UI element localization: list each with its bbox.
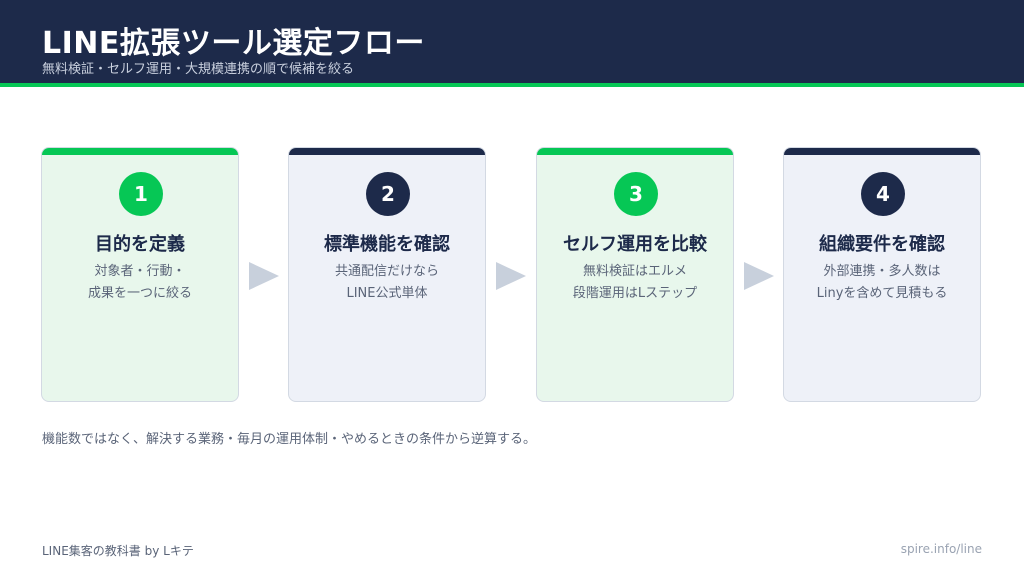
arrow-right-icon (249, 262, 279, 290)
footer-brand: LINE集客の教科書 by Lキテ (42, 544, 194, 558)
step-title: セルフ運用を比較 (563, 234, 707, 255)
arrow-right-icon (744, 262, 774, 290)
step-card-4: 4 組織要件を確認 外部連携・多人数は Linyを含めて見積もる (783, 147, 981, 402)
step-description: 外部連携・多人数は Linyを含めて見積もる (784, 261, 980, 305)
page-title: LINE拡張ツール選定フロー (42, 26, 425, 61)
step-card-top-bar (42, 148, 238, 155)
arrow-right-icon (496, 262, 526, 290)
step-title: 組織要件を確認 (819, 234, 945, 255)
step-description-line: Linyを含めて見積もる (816, 286, 948, 301)
step-number-badge: 3 (614, 172, 658, 216)
step-description: 共通配信だけなら LINE公式単体 (289, 261, 485, 305)
header-bar (0, 0, 1024, 83)
step-card-top-bar (289, 148, 485, 155)
footer-url: spire.info/line (900, 542, 982, 556)
step-description-line: LINE公式単体 (346, 286, 428, 301)
header-accent-line (0, 83, 1024, 87)
step-card-2: 2 標準機能を確認 共通配信だけなら LINE公式単体 (288, 147, 486, 402)
step-card-1: 1 目的を定義 対象者・行動・ 成果を一つに絞る (41, 147, 239, 402)
step-description-line: 無料検証はエルメ (582, 264, 687, 279)
step-title: 目的を定義 (95, 234, 185, 255)
step-card-top-bar (537, 148, 733, 155)
step-title: 標準機能を確認 (324, 234, 450, 255)
step-card-3: 3 セルフ運用を比較 無料検証はエルメ 段階運用はLステップ (536, 147, 734, 402)
summary-note: 機能数ではなく、解決する業務・毎月の運用体制・やめるときの条件から逆算する。 (42, 432, 537, 447)
step-description-line: 外部連携・多人数は (823, 264, 941, 279)
step-description: 対象者・行動・ 成果を一つに絞る (42, 261, 238, 305)
step-card-top-bar (784, 148, 980, 155)
step-description-line: 共通配信だけなら (334, 264, 439, 279)
step-description-line: 段階運用はLステップ (572, 286, 698, 301)
step-description-line: 成果を一つに絞る (87, 286, 192, 301)
page-subtitle: 無料検証・セルフ運用・大規模連携の順で候補を絞る (42, 62, 355, 77)
step-number-badge: 4 (861, 172, 905, 216)
step-number-badge: 1 (119, 172, 163, 216)
step-description-line: 対象者・行動・ (94, 264, 186, 279)
step-description: 無料検証はエルメ 段階運用はLステップ (537, 261, 733, 305)
step-number-badge: 2 (366, 172, 410, 216)
